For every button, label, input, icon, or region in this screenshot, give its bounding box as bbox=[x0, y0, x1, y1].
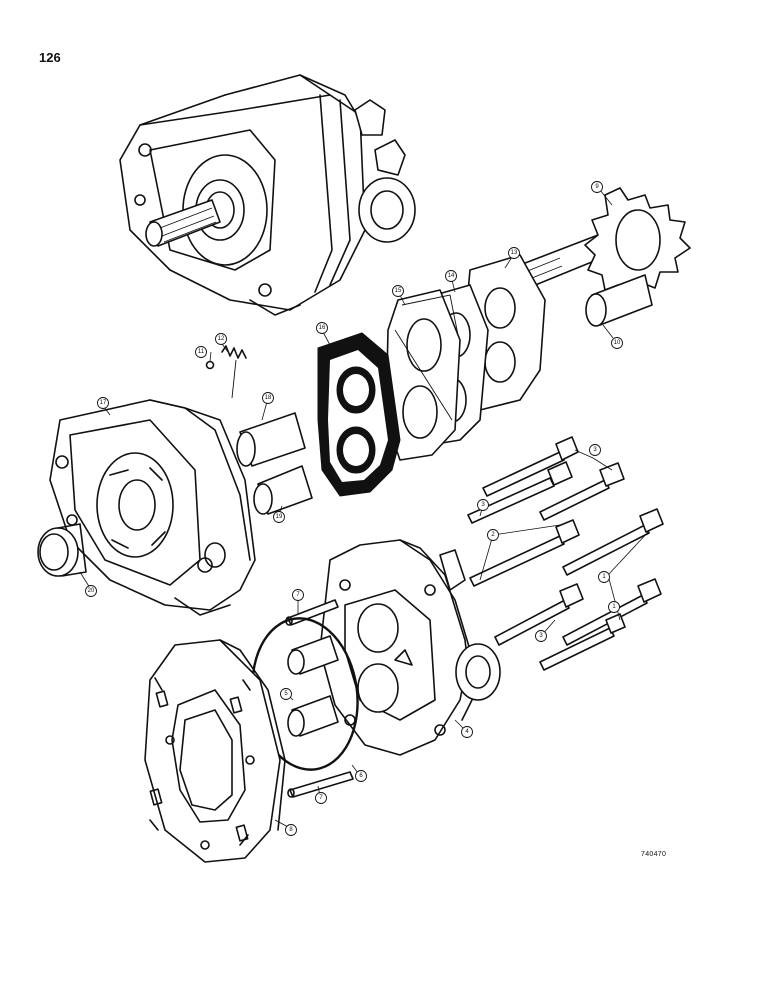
svg-text:1: 1 bbox=[612, 604, 616, 610]
page-number: 126 bbox=[39, 50, 61, 65]
svg-text:16: 16 bbox=[319, 325, 326, 331]
callout-18: 18 bbox=[262, 392, 274, 404]
thrust-plates bbox=[385, 254, 546, 461]
callout-7b: 7 bbox=[315, 792, 327, 804]
callout-19: 19 bbox=[273, 511, 285, 523]
svg-text:12: 12 bbox=[218, 336, 225, 342]
svg-text:3: 3 bbox=[481, 502, 485, 508]
svg-text:8: 8 bbox=[289, 827, 293, 833]
callout-10: 10 bbox=[611, 337, 623, 349]
callout-15: 15 bbox=[392, 285, 404, 297]
callout-6: 6 bbox=[355, 770, 367, 782]
callout-3c: 3 bbox=[535, 630, 547, 642]
svg-text:11: 11 bbox=[198, 349, 205, 355]
drawing-code: 740470 bbox=[641, 851, 667, 858]
callout-7a: 7 bbox=[292, 589, 304, 601]
callout-4: 4 bbox=[461, 726, 473, 738]
svg-text:20: 20 bbox=[88, 588, 95, 594]
svg-text:5: 5 bbox=[284, 691, 288, 697]
svg-text:13: 13 bbox=[511, 250, 518, 256]
svg-text:19: 19 bbox=[276, 514, 283, 520]
svg-text:18: 18 bbox=[265, 395, 272, 401]
svg-text:6: 6 bbox=[359, 773, 363, 779]
svg-text:3: 3 bbox=[539, 633, 543, 639]
svg-text:14: 14 bbox=[448, 273, 455, 279]
end-cover bbox=[144, 639, 286, 863]
callout-8: 8 bbox=[285, 824, 297, 836]
callout-16: 16 bbox=[316, 322, 328, 334]
callout-3a: 3 bbox=[589, 444, 601, 456]
callout-14: 14 bbox=[445, 270, 457, 282]
callout-3b: 3 bbox=[477, 499, 489, 511]
svg-text:10: 10 bbox=[614, 340, 621, 346]
bolts bbox=[467, 436, 664, 671]
callout-2: 2 bbox=[487, 529, 499, 541]
relief-spring-ball bbox=[205, 345, 247, 399]
svg-text:7: 7 bbox=[319, 795, 323, 801]
callout-1b: 1 bbox=[608, 601, 620, 613]
svg-text:15: 15 bbox=[395, 288, 402, 294]
svg-text:17: 17 bbox=[100, 400, 107, 406]
front-housing bbox=[49, 399, 256, 616]
callout-11: 11 bbox=[195, 346, 207, 358]
callout-9: 9 bbox=[591, 181, 603, 193]
o-ring-and-bushings bbox=[251, 617, 359, 771]
callout-5: 5 bbox=[280, 688, 292, 700]
assembled-pump bbox=[119, 74, 416, 316]
gasket bbox=[317, 332, 401, 497]
callout-12: 12 bbox=[215, 333, 227, 345]
svg-text:9: 9 bbox=[595, 184, 599, 190]
svg-text:7: 7 bbox=[296, 592, 300, 598]
drive-shaft-gear bbox=[519, 187, 691, 327]
rear-housing bbox=[319, 539, 501, 756]
svg-text:1: 1 bbox=[602, 574, 606, 580]
svg-text:2: 2 bbox=[491, 532, 495, 538]
callout-20: 20 bbox=[85, 585, 97, 597]
callout-17: 17 bbox=[97, 397, 109, 409]
callout-1a: 1 bbox=[598, 571, 610, 583]
svg-text:4: 4 bbox=[465, 729, 469, 735]
svg-text:3: 3 bbox=[593, 447, 597, 453]
bushings-front bbox=[236, 412, 313, 515]
callout-13: 13 bbox=[508, 247, 520, 259]
shaft-seal bbox=[37, 523, 87, 577]
